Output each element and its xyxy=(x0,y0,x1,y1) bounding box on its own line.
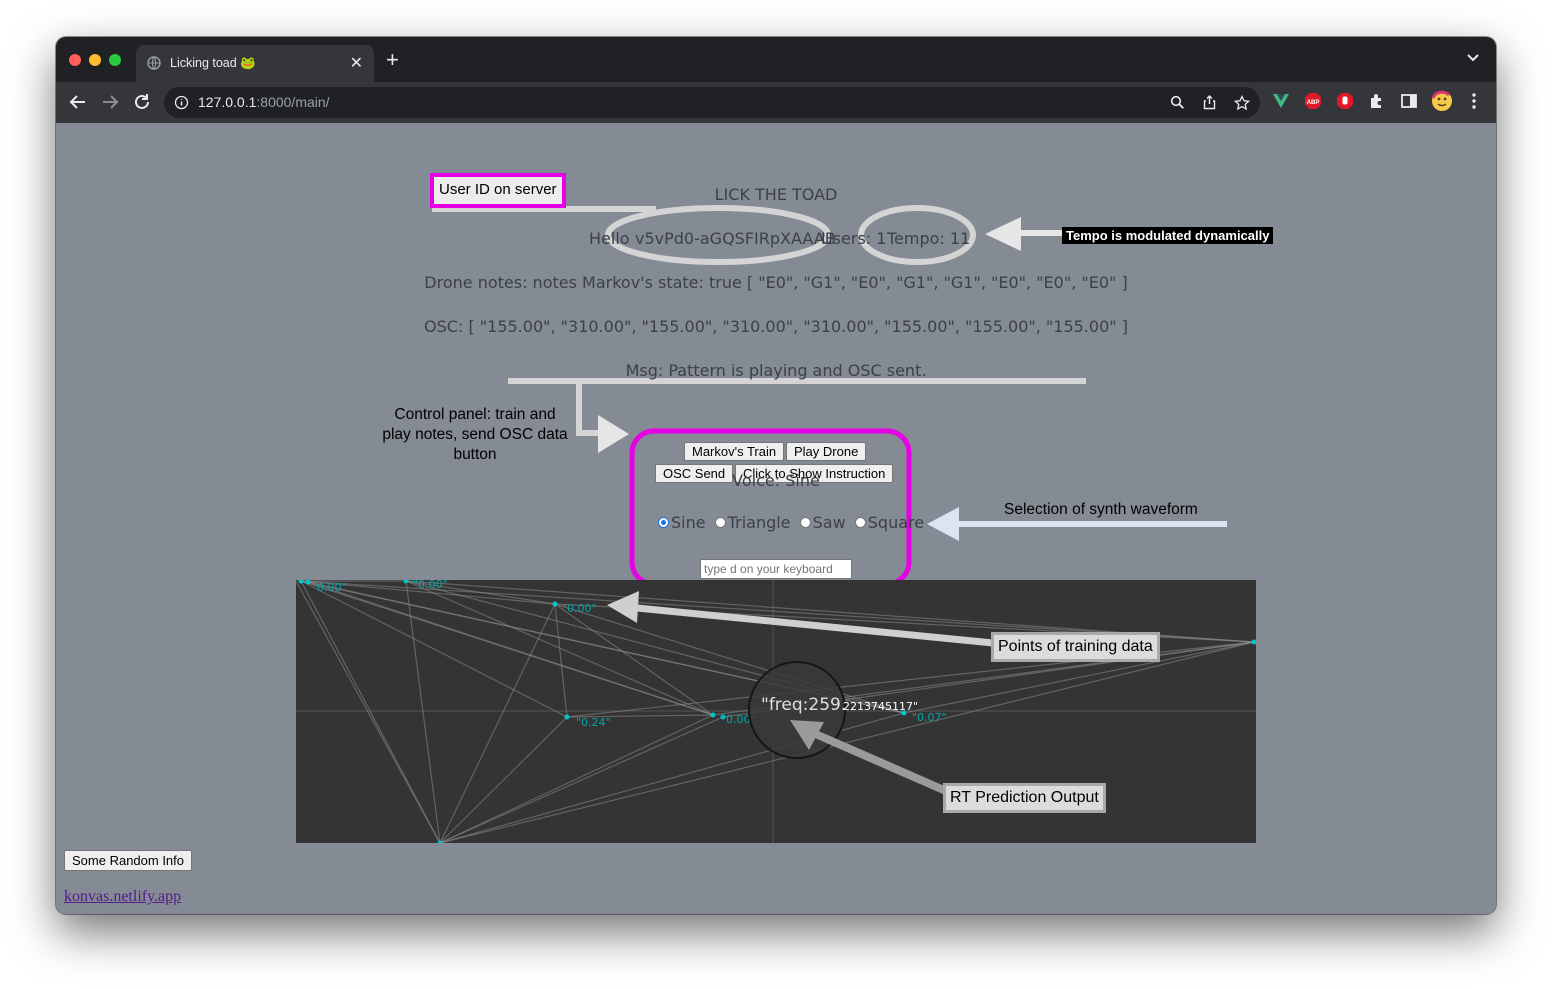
reload-icon[interactable] xyxy=(132,92,152,112)
close-window-button[interactable] xyxy=(69,54,81,66)
waveform-radio-group: Sine Triangle Saw Square xyxy=(654,513,924,533)
address-bar[interactable]: 127.0.0.1:8000/main/ xyxy=(164,87,1260,118)
kebab-menu-icon[interactable] xyxy=(1466,92,1482,110)
keyboard-input[interactable] xyxy=(700,559,852,579)
zoom-search-icon[interactable] xyxy=(1170,95,1185,110)
training-point xyxy=(305,580,311,585)
tempo-value: Tempo: 11 xyxy=(887,229,971,248)
training-point xyxy=(1251,639,1256,645)
maximize-window-button[interactable] xyxy=(109,54,121,66)
drone-notes-line: Drone notes: notes Markov's state: true … xyxy=(424,273,1128,292)
frog-icon: 🐸 xyxy=(240,56,256,70)
new-tab-icon[interactable]: + xyxy=(386,47,399,72)
random-info-button[interactable]: Some Random Info xyxy=(64,850,193,871)
training-point xyxy=(901,710,907,716)
browser-toolbar: 127.0.0.1:8000/main/ ABP xyxy=(56,82,1496,124)
page-content: LICK THE TOAD Hello v5vPd0-aGQSFIRpXAAAB… xyxy=(56,123,1496,914)
prediction-arrowhead xyxy=(790,720,824,750)
svg-text:ABP: ABP xyxy=(1307,100,1320,106)
hand-stop-extension-icon[interactable] xyxy=(1336,92,1354,110)
adblock-extension-icon[interactable]: ABP xyxy=(1304,92,1322,110)
osc-send-button[interactable]: OSC Send xyxy=(655,464,734,483)
browser-window: Licking toad 🐸 ✕ + 127.0.0.1:8000/main/ xyxy=(56,37,1496,914)
tempo-annotation: Tempo is modulated dynamically xyxy=(1062,227,1274,244)
chevron-down-icon[interactable] xyxy=(1466,51,1480,65)
training-graph: "0.00" "0.00" "0.00" "0.24" "0.00" "0.07… xyxy=(296,580,1256,843)
control-panel-arrowhead xyxy=(598,415,629,453)
radio-triangle[interactable] xyxy=(714,517,726,528)
training-point xyxy=(552,601,558,607)
point-label: "0.07" xyxy=(912,711,947,724)
forward-arrow-icon[interactable] xyxy=(100,92,120,112)
users-count: Users: 1 xyxy=(821,229,887,248)
point-label: "0.00" xyxy=(312,581,347,594)
share-icon[interactable] xyxy=(1202,95,1217,110)
user-id-value: v5vPd0-aGQSFIRpXAAAB xyxy=(635,229,836,248)
training-points xyxy=(298,580,1256,843)
training-points-annotation: Points of training data xyxy=(991,632,1160,662)
prediction-arrow xyxy=(809,728,948,795)
radio-saw[interactable] xyxy=(799,517,811,528)
training-point xyxy=(298,580,304,584)
title-bar: Licking toad 🐸 ✕ + xyxy=(56,37,1496,82)
training-point xyxy=(710,712,716,718)
user-id-oval xyxy=(605,205,831,265)
prediction-canvas[interactable]: "0.00" "0.00" "0.00" "0.24" "0.00" "0.07… xyxy=(296,580,1256,843)
back-arrow-icon[interactable] xyxy=(68,92,88,112)
training-point xyxy=(437,840,443,843)
vue-extension-icon[interactable] xyxy=(1272,92,1290,110)
tempo-arrowhead xyxy=(985,217,1021,251)
point-label: "0.00" xyxy=(413,580,448,591)
browser-tab[interactable]: Licking toad 🐸 ✕ xyxy=(136,45,374,82)
puzzle-extensions-icon[interactable] xyxy=(1368,92,1386,110)
radio-sine-label: Sine xyxy=(671,513,706,532)
prediction-annotation: RT Prediction Output xyxy=(943,783,1106,813)
profile-avatar-icon[interactable] xyxy=(1431,90,1453,112)
point-label: "0.00" xyxy=(721,713,756,726)
waveform-annotation: Selection of synth waveform xyxy=(1004,501,1198,518)
user-id-annotation: User ID on server xyxy=(439,181,557,198)
voice-label: Voice: Sine xyxy=(732,471,820,490)
status-message: Msg: Pattern is playing and OSC sent. xyxy=(625,361,927,380)
radio-triangle-label: Triangle xyxy=(727,513,791,532)
osc-values-line: OSC: [ "155.00", "310.00", "155.00", "31… xyxy=(424,317,1128,336)
play-drone-button[interactable]: Play Drone xyxy=(786,442,867,461)
radio-square[interactable] xyxy=(854,517,866,528)
site-info-icon[interactable] xyxy=(174,95,189,110)
training-data-arrow xyxy=(636,604,994,647)
point-label: "0.24" xyxy=(576,716,611,729)
markov-train-button[interactable]: Markov's Train xyxy=(684,442,785,461)
page-heading: LICK THE TOAD xyxy=(714,185,838,204)
training-point xyxy=(403,580,409,584)
globe-icon xyxy=(147,56,161,70)
control-panel-annotation: Control panel: train and play notes, sen… xyxy=(382,406,568,463)
show-instruction-button[interactable]: Click to Show Instruction xyxy=(735,464,894,483)
close-tab-icon[interactable]: ✕ xyxy=(349,55,363,72)
user-id-highlight-box xyxy=(430,173,566,208)
training-point xyxy=(720,714,726,720)
training-data-arrowhead xyxy=(607,591,639,623)
prediction-text-rest: 2213745117" xyxy=(843,700,918,713)
footer-link[interactable]: konvas.netlify.app xyxy=(64,888,182,905)
radio-saw-label: Saw xyxy=(812,513,846,532)
point-label: "0.00" xyxy=(562,602,597,615)
osc-elbow-line xyxy=(576,381,601,436)
bookmark-star-icon[interactable] xyxy=(1234,95,1250,111)
training-point xyxy=(564,714,570,720)
tab-title: Licking toad 🐸 xyxy=(170,56,256,70)
hello-label: Hello xyxy=(589,229,630,248)
tempo-oval xyxy=(858,205,976,265)
radio-square-label: Square xyxy=(867,513,925,532)
waveform-arrowhead xyxy=(927,507,959,541)
minimize-window-button[interactable] xyxy=(89,54,101,66)
side-panel-icon[interactable] xyxy=(1400,92,1418,110)
url-text: 127.0.0.1:8000/main/ xyxy=(198,94,330,110)
radio-sine[interactable] xyxy=(658,517,669,528)
prediction-text: "freq:259. xyxy=(761,695,846,715)
